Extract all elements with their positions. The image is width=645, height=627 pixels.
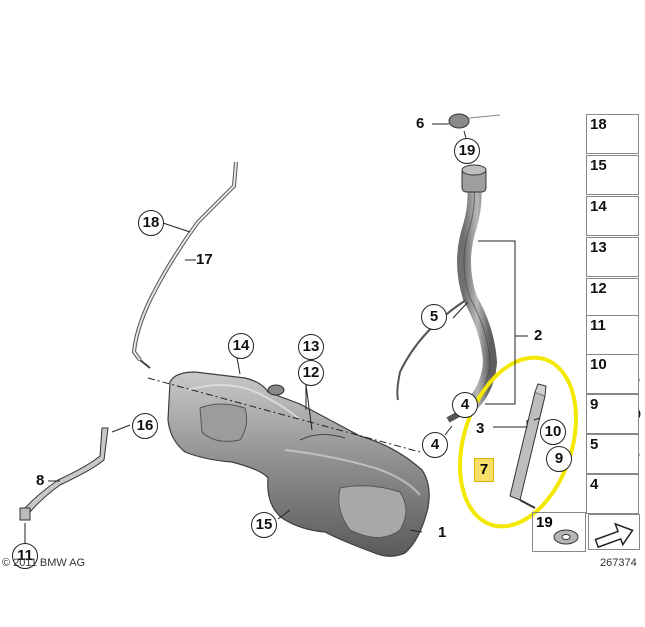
filler-pipe: [396, 164, 498, 423]
callout-14[interactable]: 14: [228, 333, 254, 359]
sidebar-item-label: 13: [590, 239, 607, 256]
dash-dot-line: [147, 377, 421, 453]
callout-4-upper[interactable]: 4: [452, 392, 478, 418]
sidebar-item-label: 4: [590, 476, 599, 493]
sidebar-item-label: 18: [590, 116, 607, 133]
sidebar-item-18[interactable]: 18: [586, 114, 639, 154]
legend-item-label: 19: [536, 514, 553, 531]
fuel-tank: [167, 371, 430, 557]
arrow-icon: [594, 522, 634, 549]
copyright-text: © 2011 BMW AG: [2, 557, 86, 569]
callout-7-highlighted[interactable]: 7: [474, 458, 494, 482]
callout-5[interactable]: 5: [421, 304, 447, 330]
sidebar-item-13[interactable]: 13: [586, 237, 639, 277]
diagram-number: 267374: [600, 557, 637, 569]
sidebar-item-10[interactable]: 10: [586, 354, 639, 394]
sidebar-item-14[interactable]: 14: [586, 196, 639, 236]
vent-line: [131, 161, 238, 369]
strap-8: [19, 427, 109, 521]
sidebar-item-9[interactable]: 9: [586, 394, 639, 434]
sidebar-item-label: 5: [590, 436, 599, 453]
sidebar-item-11[interactable]: 11: [586, 315, 639, 355]
callout-9[interactable]: 9: [546, 446, 572, 472]
callout-18[interactable]: 18: [138, 210, 164, 236]
callout-11[interactable]: 11: [12, 543, 38, 569]
sidebar-item-label: 9: [590, 396, 599, 413]
callout-2[interactable]: 2: [534, 327, 543, 344]
sidebar-item-label: 12: [590, 280, 607, 297]
sidebar-item-label: 14: [590, 198, 607, 215]
callout-3[interactable]: 3: [476, 420, 485, 437]
callout-4-lower[interactable]: 4: [422, 432, 448, 458]
sidebar-item-label: 11: [590, 317, 606, 334]
sidebar-item-label: 10: [590, 356, 607, 373]
filler-cap: [432, 113, 501, 129]
next-page-arrow-icon[interactable]: [588, 514, 640, 550]
sidebar-item-15[interactable]: 15: [586, 155, 639, 195]
sidebar-item-label: 15: [590, 157, 607, 174]
sidebar-item-12[interactable]: 12: [586, 278, 639, 318]
callout-10[interactable]: 10: [540, 419, 566, 445]
callout-6[interactable]: 6: [416, 115, 425, 132]
callout-13[interactable]: 13: [298, 334, 324, 360]
sidebar-item-5[interactable]: 5: [586, 434, 639, 474]
callout-16[interactable]: 16: [132, 413, 158, 439]
sidebar-item-4[interactable]: 4: [586, 474, 639, 514]
callout-19-top[interactable]: 19: [454, 138, 480, 164]
callout-15[interactable]: 15: [251, 512, 277, 538]
callout-12[interactable]: 12: [298, 360, 324, 386]
callout-17[interactable]: 17: [196, 251, 213, 268]
callout-8[interactable]: 8: [36, 472, 45, 489]
legend-item-19[interactable]: 19: [532, 512, 586, 552]
callout-1[interactable]: 1: [438, 524, 447, 541]
